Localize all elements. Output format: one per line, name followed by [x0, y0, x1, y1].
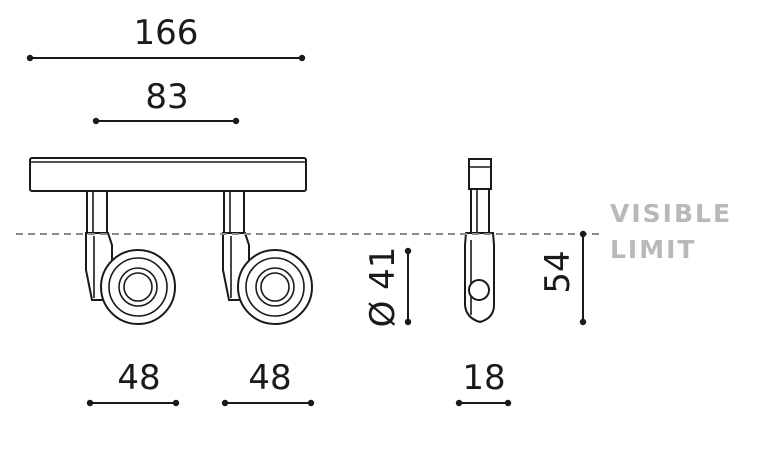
visible-limit-label-1: VISIBLE [610, 199, 732, 228]
total-width-label: 166 [134, 13, 199, 53]
visible-height-label: 54 [538, 250, 578, 293]
dimension-visible-height: 54 [538, 230, 587, 326]
side-view [464, 158, 495, 324]
spacing-label: 83 [145, 77, 188, 117]
dimension-side-depth: 18 [455, 358, 512, 407]
head-width-right-label: 48 [248, 358, 291, 398]
visible-limit-label-2: LIMIT [610, 235, 696, 264]
head-diameter-label: Ø 41 [363, 247, 403, 328]
dimension-head-width-left: 48 [86, 358, 180, 407]
track-bar [29, 157, 307, 192]
head-width-left-label: 48 [117, 358, 160, 398]
dimension-spacing: 83 [92, 77, 240, 125]
side-depth-label: 18 [462, 358, 505, 398]
dimension-total-width: 166 [26, 13, 306, 62]
dimension-head-width-right: 48 [221, 358, 315, 407]
spotlight-right [222, 190, 313, 325]
spotlight-left [85, 190, 176, 325]
dimension-head-diameter: Ø 41 [363, 247, 412, 328]
